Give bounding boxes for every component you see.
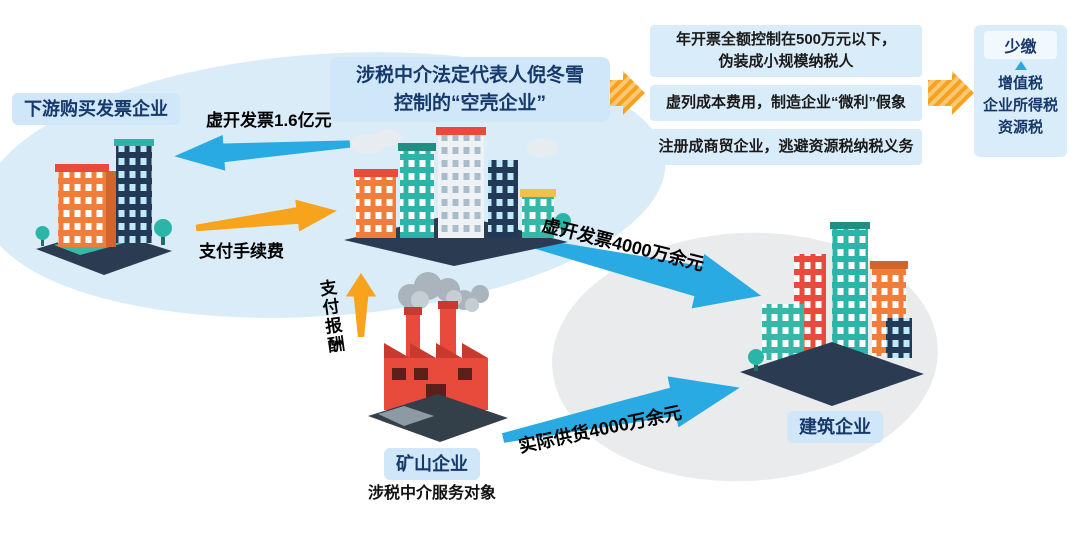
downstream-enterprise-label: 下游购买发票企业 [12,93,180,125]
tactic-box-small-scale-taxpayer: 年开票全额控制在500万元以下， 伪装成小规模纳税人 [650,25,922,77]
fake-invoice-downstream-label: 虚开发票1.6亿元 [206,111,332,130]
downstream-office-building-icon [28,129,180,277]
striped-transition-arrow-2 [928,71,974,115]
service-fee-arrow [194,193,339,246]
actual-supply-arrow [497,361,745,464]
construction-skyscrapers-icon [736,220,928,410]
tax-item-resource: 资源税 [997,118,1043,136]
mine-factory-icon [362,270,512,444]
service-fee-label: 支付手续费 [199,242,284,261]
pay-reward-arrow [344,273,378,337]
tax-item-vat: 增值税 [997,75,1043,92]
underpaid-header: 少缴 [984,31,1057,59]
fake-invoice-construction-arrow [530,216,767,324]
shell-company-title: 涉税中介法定代表人倪冬雪 控制的“空壳企业” [330,57,610,123]
underpaid-taxes-box: 少缴 增值税 企业所得税 资源税 [974,25,1067,157]
tactic-box-trade-registration: 注册成商贸企业，逃避资源税纳税义务 [650,129,922,165]
mine-enterprise-label: 矿山企业 [384,448,480,480]
construction-enterprise-label: 建筑企业 [787,411,883,443]
tax-item-corporate-income: 企业所得税 [982,96,1058,114]
mine-service-target-caption: 涉税中介服务对象 [368,485,497,502]
striped-transition-arrow-1 [599,71,645,115]
fake-invoice-downstream-arrow [173,124,351,176]
shell-company-buildings-icon [340,118,572,268]
tactic-box-fake-costs: 虚列成本费用，制造企业“微利”假象 [650,85,922,121]
up-arrow-icon [1014,61,1027,70]
